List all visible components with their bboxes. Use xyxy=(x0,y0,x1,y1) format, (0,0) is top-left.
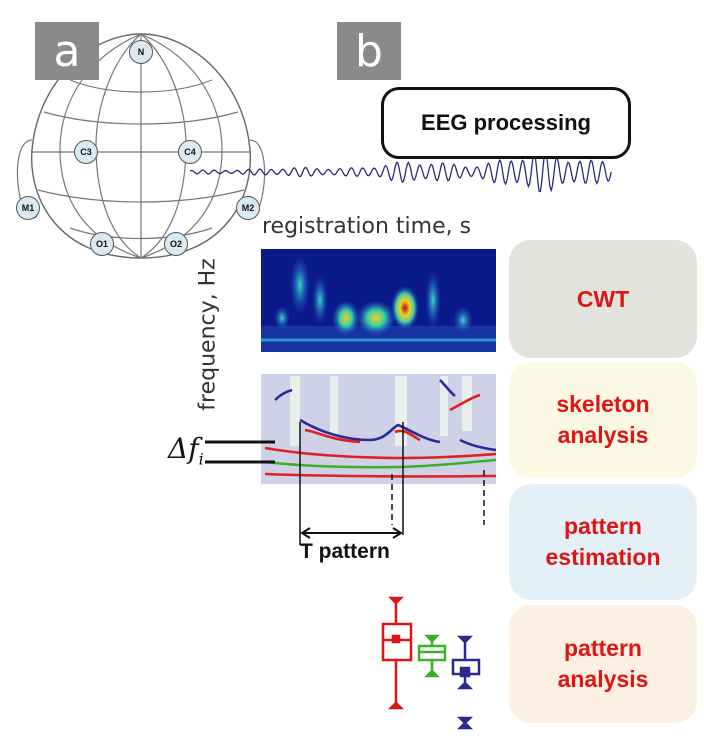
step-skeleton-label: skeleton analysis xyxy=(556,391,650,448)
delta-f-text: Δf xyxy=(168,432,199,465)
electrode-n: N xyxy=(129,40,153,64)
boxplot-blue xyxy=(451,635,481,730)
panel-label-b: b xyxy=(337,22,401,80)
skeleton-panel xyxy=(261,374,497,484)
electrode-c4: C4 xyxy=(178,140,202,164)
t-pattern-label: T pattern xyxy=(300,540,390,563)
panel-label-a: a xyxy=(35,22,99,80)
boxplot-green xyxy=(417,634,447,678)
step-cwt-label: CWT xyxy=(576,285,630,312)
delta-f-markers xyxy=(205,440,275,464)
registration-time-label: registration time, s xyxy=(262,214,472,239)
step-pattern-estimation-label: pattern estimation xyxy=(545,513,661,570)
t-pattern-bracket xyxy=(299,422,485,545)
delta-f-label: Δfi xyxy=(168,432,204,469)
electrode-c3: C3 xyxy=(74,140,98,164)
electrode-o2: O2 xyxy=(164,232,188,256)
frequency-label: frequency, Hz xyxy=(195,258,221,411)
electrode-o1: O1 xyxy=(90,232,114,256)
eeg-signal-trace xyxy=(189,149,612,193)
step-pattern-estimation: pattern estimation xyxy=(509,484,697,600)
step-pattern-analysis-label: pattern analysis xyxy=(557,635,649,692)
step-cwt: CWT xyxy=(509,240,697,358)
electrode-m1: M1 xyxy=(16,196,40,220)
eeg-processing-label: EEG processing xyxy=(421,110,591,135)
electrode-m2: M2 xyxy=(236,196,260,220)
step-pattern-analysis: pattern analysis xyxy=(509,605,697,723)
eeg-processing-box: EEG processing xyxy=(381,87,631,159)
cwt-spectrogram xyxy=(261,249,496,352)
boxplot-red xyxy=(381,596,413,710)
step-skeleton-analysis: skeleton analysis xyxy=(509,362,697,478)
